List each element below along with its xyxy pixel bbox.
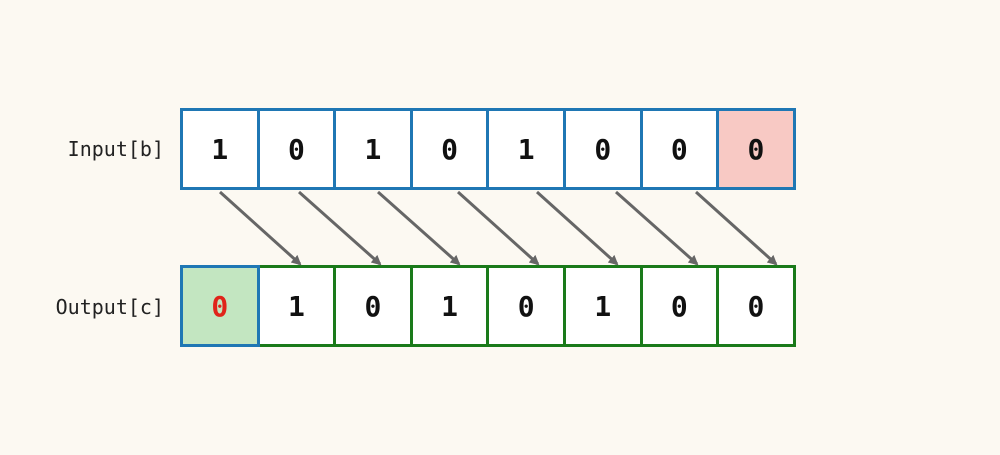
shift-arrow: [218, 190, 302, 266]
output-bit-row: 0 1 0 1 0 1 0 0: [180, 265, 796, 347]
output-bit-cell: 1: [409, 265, 490, 347]
inserted-output-bit-cell: 0: [180, 265, 260, 347]
output-bit-cell: 0: [716, 265, 796, 347]
output-row-label: Output[c]: [55, 295, 164, 319]
shift-arrow: [377, 190, 461, 266]
shift-arrow: [694, 190, 778, 266]
shift-arrow: [456, 190, 540, 266]
input-bit-cell: 0: [639, 108, 720, 190]
output-bit-cell: 0: [486, 265, 566, 347]
input-bit-row: 1 0 1 0 1 0 0 0: [180, 108, 796, 190]
dropped-input-bit-cell: 0: [716, 108, 796, 190]
shift-arrow: [298, 190, 382, 266]
input-row-label: Input[b]: [67, 137, 164, 161]
input-bit-cell: 0: [256, 108, 337, 190]
input-bit-cell: 1: [180, 108, 260, 190]
shift-arrow: [615, 190, 699, 266]
shift-arrow: [535, 190, 619, 266]
output-bit-cell: 0: [333, 265, 413, 347]
input-bit-cell: 0: [409, 108, 490, 190]
input-bit-cell: 0: [562, 108, 643, 190]
